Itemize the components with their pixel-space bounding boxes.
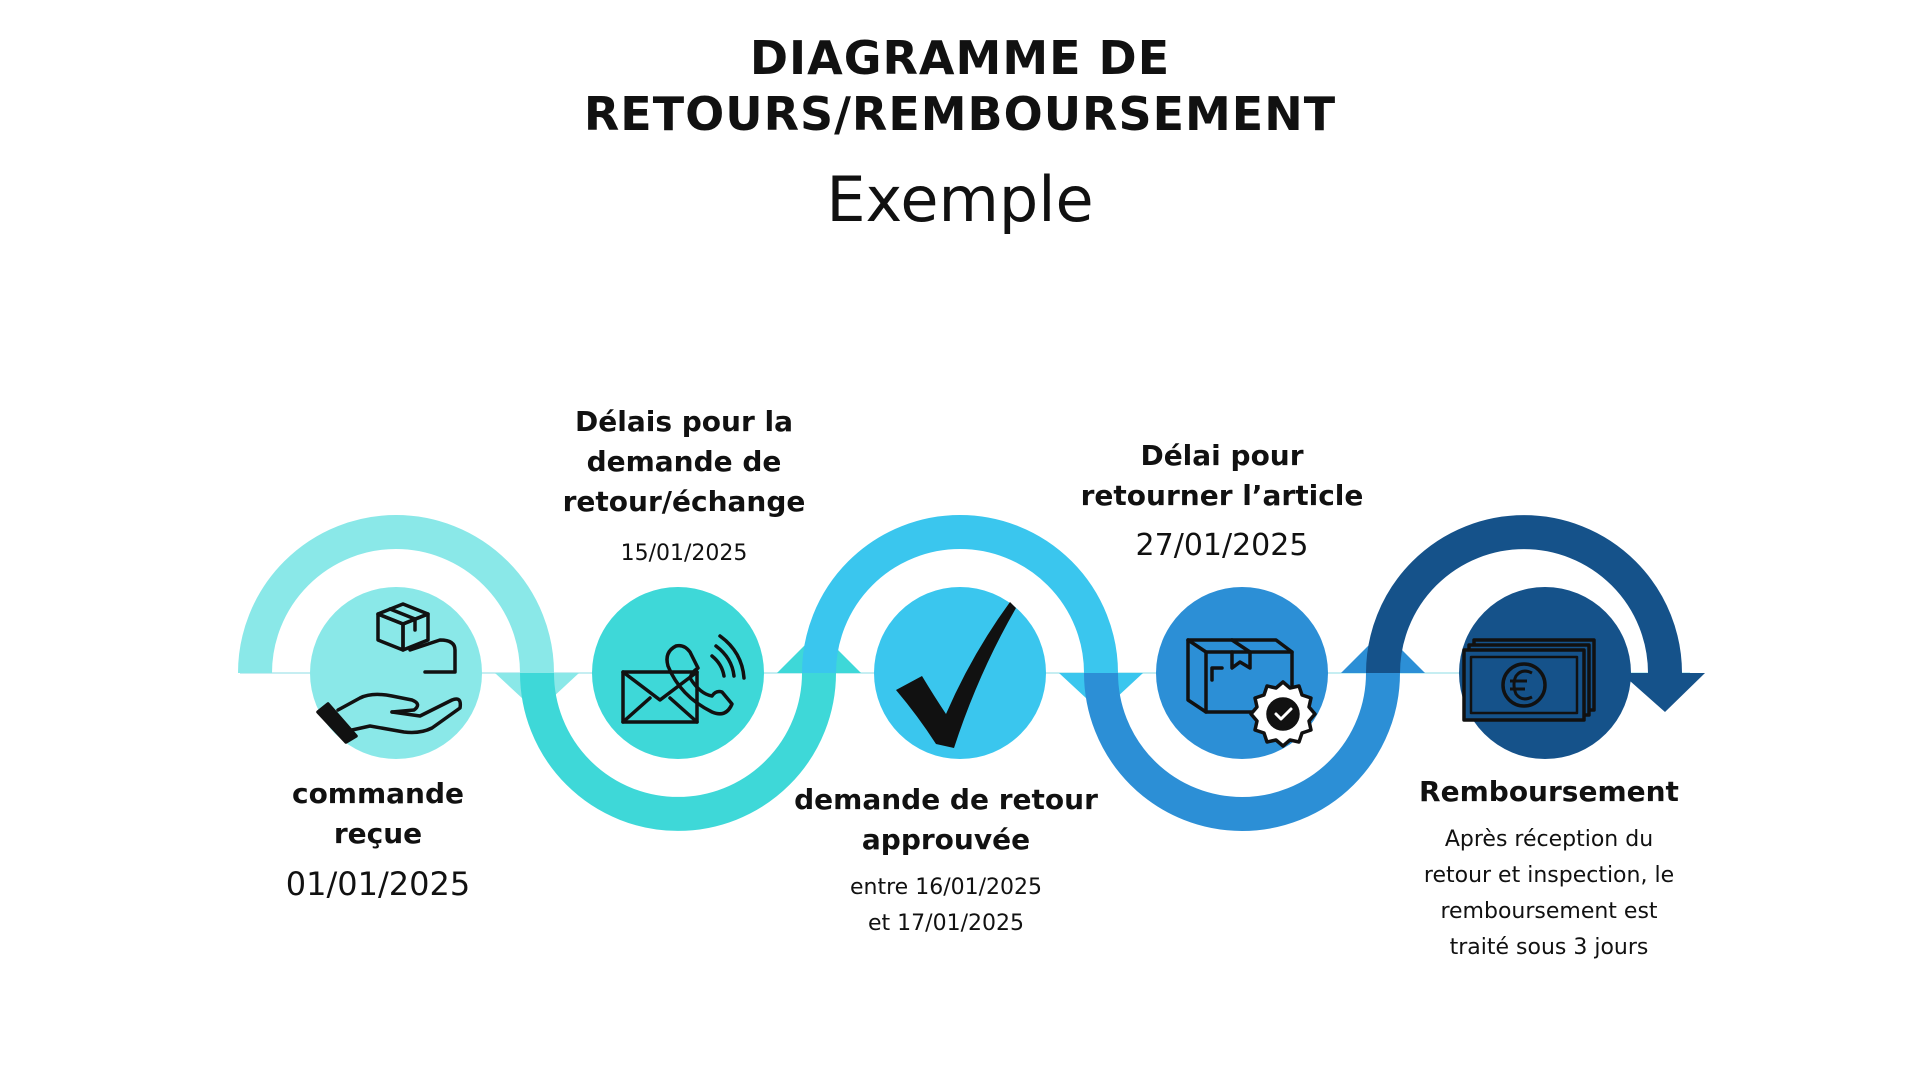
step-5-title-line-1: Remboursement — [1419, 775, 1679, 808]
diagram-subtitle: Exemple — [826, 163, 1094, 236]
step-2-title-line-1: Délais pour la — [575, 405, 793, 438]
step-5-description-line-2: retour et inspection, le — [1423, 863, 1675, 888]
hand-receiving-package-icon — [316, 602, 463, 744]
diagram-title-line-2: RETOURS/REMBOURSEMENT — [583, 87, 1337, 141]
step-3-circle — [874, 587, 1046, 759]
step-5-arc — [1366, 515, 1705, 712]
step-3-date: entre 16/01/2025 et 17/01/2025 — [726, 870, 1166, 942]
step-3-label: demande de retour approuvée entre 16/01/… — [726, 780, 1166, 942]
step-4-title-line-1: Délai pour — [1140, 439, 1304, 472]
step-2-label: Délais pour la demande de retour/échange… — [464, 402, 904, 572]
step-3-title-line-1: demande de retour — [794, 783, 1098, 816]
step-1-title-line-1: commande — [291, 777, 465, 810]
step-5-description-line-3: remboursement est — [1440, 899, 1658, 924]
step-2-title-line-2: demande de — [586, 445, 782, 478]
checkmark-icon — [896, 602, 1016, 748]
step-1-title: commande reçue — [158, 774, 598, 854]
step-5-description-line-1: Après réception du — [1444, 827, 1654, 852]
step-2-title-line-3: retour/échange — [562, 485, 806, 518]
step-2-title: Délais pour la demande de retour/échange — [464, 402, 904, 522]
diagram-title: DIAGRAMME DE RETOURS/REMBOURSEMENT — [0, 30, 1920, 142]
diagram-title-line-1: DIAGRAMME DE — [749, 31, 1171, 85]
step-4-date: 27/01/2025 — [1135, 528, 1309, 563]
step-3-date-line-2: et 17/01/2025 — [868, 911, 1024, 936]
package-verified-icon — [1186, 638, 1317, 748]
step-5-label: Remboursement Après réception du retour … — [1329, 772, 1769, 966]
step-1-circle — [310, 587, 482, 759]
step-5-description: Après réception du retour et inspection,… — [1329, 822, 1769, 966]
euro-banknotes-icon — [1462, 638, 1596, 722]
step-3-title: demande de retour approuvée — [726, 780, 1166, 860]
step-4-title-line-2: retourner l’article — [1080, 479, 1364, 512]
step-2-date: 15/01/2025 — [620, 541, 748, 566]
step-5-title: Remboursement — [1329, 772, 1769, 812]
envelope-phone-icon — [621, 634, 746, 724]
step-1-label: commande reçue 01/01/2025 — [158, 774, 598, 904]
step-5-arrow-down — [1621, 673, 1705, 712]
step-1-title-line-2: reçue — [333, 817, 423, 850]
step-1-date: 01/01/2025 — [285, 865, 471, 903]
step-3-date-line-1: entre 16/01/2025 — [850, 875, 1042, 900]
step-4-label: Délai pour retourner l’article 27/01/202… — [1002, 436, 1442, 566]
step-4-title: Délai pour retourner l’article — [1002, 436, 1442, 516]
step-3-title-line-2: approuvée — [861, 823, 1031, 856]
step-5-description-line-4: traité sous 3 jours — [1449, 935, 1649, 960]
